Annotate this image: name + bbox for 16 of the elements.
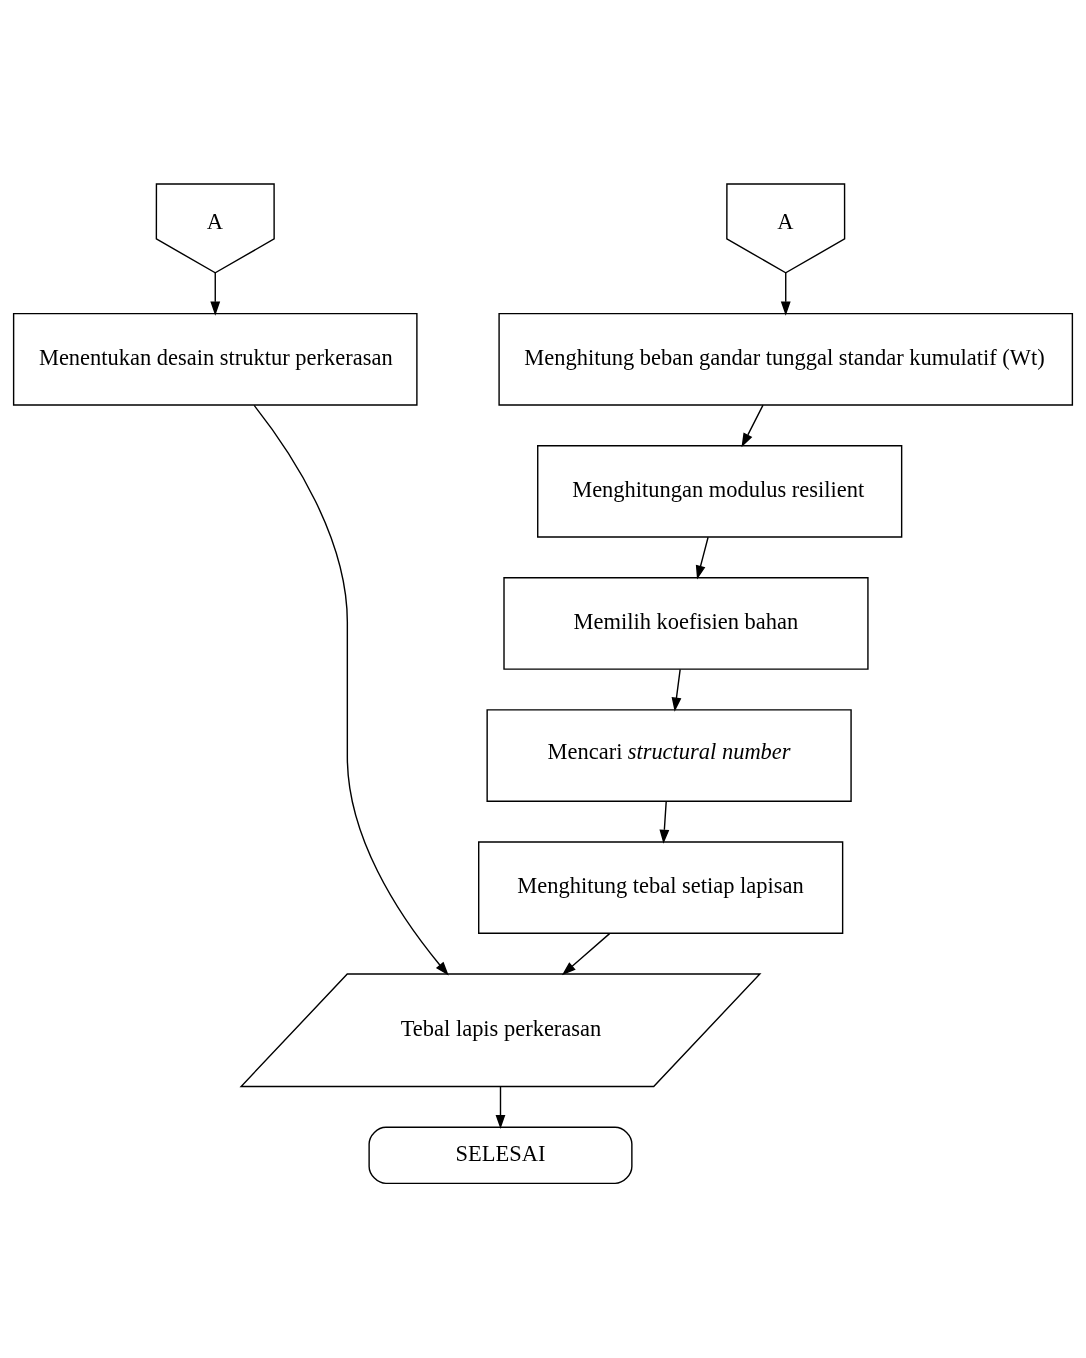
node-box: Mencari structural number bbox=[486, 709, 852, 802]
arrow bbox=[561, 932, 611, 976]
arrow bbox=[695, 536, 709, 580]
node-box: SELESAI bbox=[368, 1126, 633, 1185]
arrow bbox=[253, 404, 449, 976]
arrow bbox=[780, 272, 791, 316]
node-box: Memilih koefisien bahan bbox=[503, 577, 869, 670]
arrow bbox=[741, 404, 764, 448]
node-box: Menghitung tebal setiap lapisan bbox=[478, 841, 844, 934]
arrow bbox=[210, 272, 221, 316]
arrow bbox=[659, 800, 670, 844]
node-box: Menentukan desain struktur perkerasan bbox=[12, 312, 418, 406]
arrow bbox=[671, 668, 682, 712]
arrow bbox=[495, 1085, 506, 1129]
node-box: Menghitungan modulus resilient bbox=[537, 445, 903, 538]
node-box: Menghitung beban gandar tunggal standar kumulatif (Wt) bbox=[498, 312, 1074, 406]
